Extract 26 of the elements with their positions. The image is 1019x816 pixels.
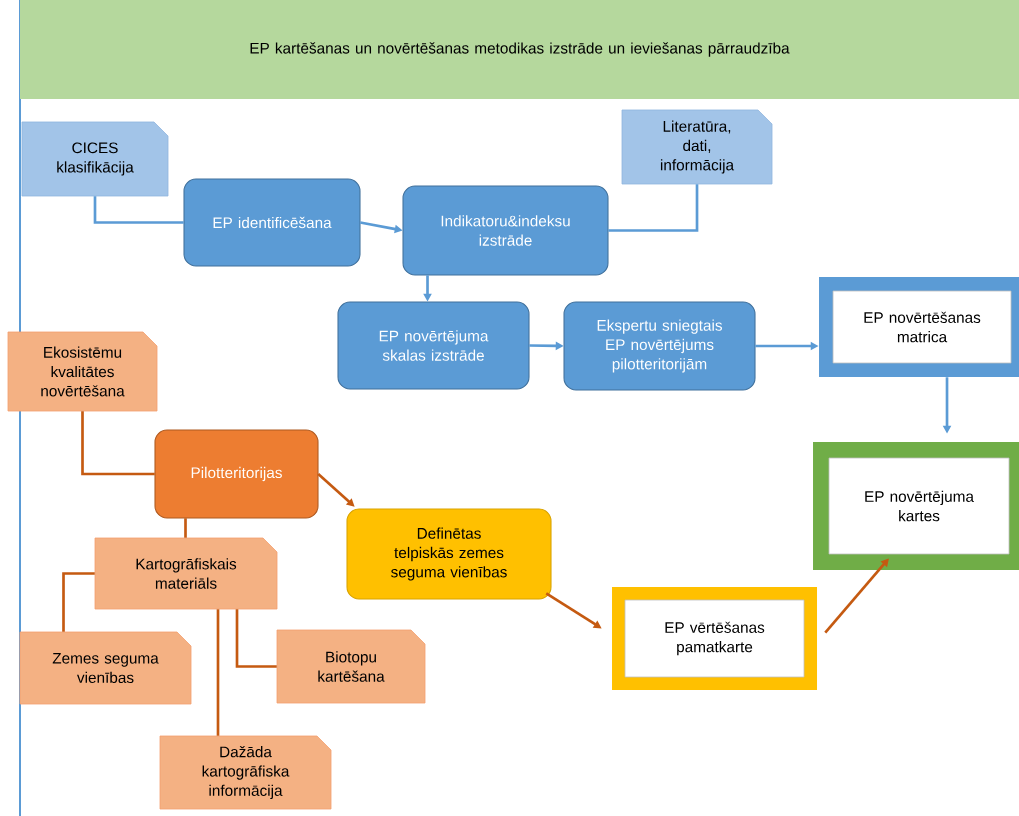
connector bbox=[93, 196, 184, 224]
title-banner: EP kartēšanas un novērtēšanas metodikas izstrāde un ieviešanas pārraudzība bbox=[20, 0, 1019, 99]
process-box: Definētas telpiskās zemes seguma vienības bbox=[346, 508, 552, 600]
process-box: Pilotteritorijas bbox=[154, 429, 319, 519]
process-box: Indikatoru&indeksu izstrāde bbox=[402, 185, 609, 276]
connector bbox=[81, 411, 155, 476]
snipped-corner-box: Dažāda kartogrāfiska informācija bbox=[159, 735, 332, 810]
snipped-corner-box: Kartogrāfiskais materiāls bbox=[94, 537, 278, 610]
framed-box: EP vērtēšanas pamatkarte bbox=[612, 587, 817, 690]
connector bbox=[317, 473, 355, 507]
framed-box: EP novērtējuma kartes bbox=[813, 442, 1019, 570]
snipped-corner-box: Zemes seguma vienības bbox=[19, 631, 192, 705]
snipped-corner-box: Biotopu kartēšana bbox=[276, 629, 426, 704]
snipped-corner-box: Literatūra, dati, informācija bbox=[621, 109, 773, 185]
process-box: EP novērtējuma skalas izstrāde bbox=[337, 301, 530, 390]
connector bbox=[235, 609, 277, 668]
snipped-corner-box: Ekosistēmu kvalitātes novērtēšana bbox=[7, 331, 158, 412]
connector bbox=[184, 518, 187, 538]
process-box: Ekspertu sniegtais EP novērtējums pilotteritorijām bbox=[563, 301, 756, 391]
process-box: EP identificēšana bbox=[183, 178, 361, 267]
connector bbox=[608, 184, 699, 232]
connector bbox=[62, 572, 95, 632]
snipped-corner-box: CICES klasifikācija bbox=[21, 121, 169, 197]
connector bbox=[824, 558, 889, 634]
connector bbox=[216, 609, 220, 736]
framed-box: EP novērtēšanas matrica bbox=[819, 277, 1019, 377]
